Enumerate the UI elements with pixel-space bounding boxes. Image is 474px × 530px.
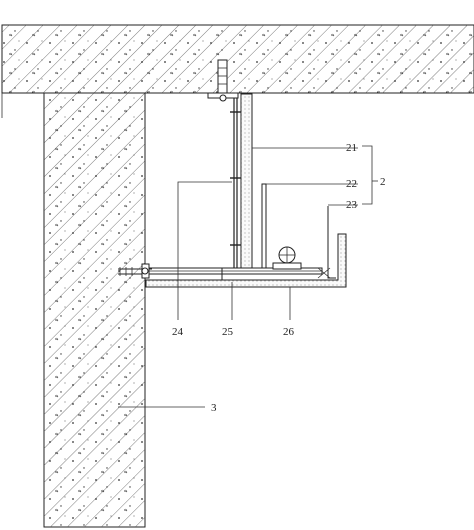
ceiling-anchor-bolt: [207, 59, 239, 102]
callout-22: 22: [346, 178, 357, 190]
wall-anchor-bolt: [118, 263, 152, 279]
callout-3: 3: [211, 402, 217, 414]
callout-23: 23: [346, 199, 358, 211]
bottom-board: [145, 233, 347, 288]
callout-2: 2: [380, 176, 386, 188]
hanger-rod: [230, 98, 241, 268]
concrete-wall: [43, 92, 146, 528]
ceiling-slab: [1, 24, 474, 94]
callout-21: 21: [346, 142, 357, 154]
callout-26: 26: [283, 326, 295, 338]
vertical-board: [240, 93, 253, 271]
callout-25: 25: [222, 326, 234, 338]
angle-section: [317, 206, 336, 279]
steel-keel: [261, 183, 267, 270]
adjuster-fitting: [272, 246, 302, 270]
leader-lines: [118, 145, 378, 408]
callout-24: 24: [172, 326, 184, 338]
